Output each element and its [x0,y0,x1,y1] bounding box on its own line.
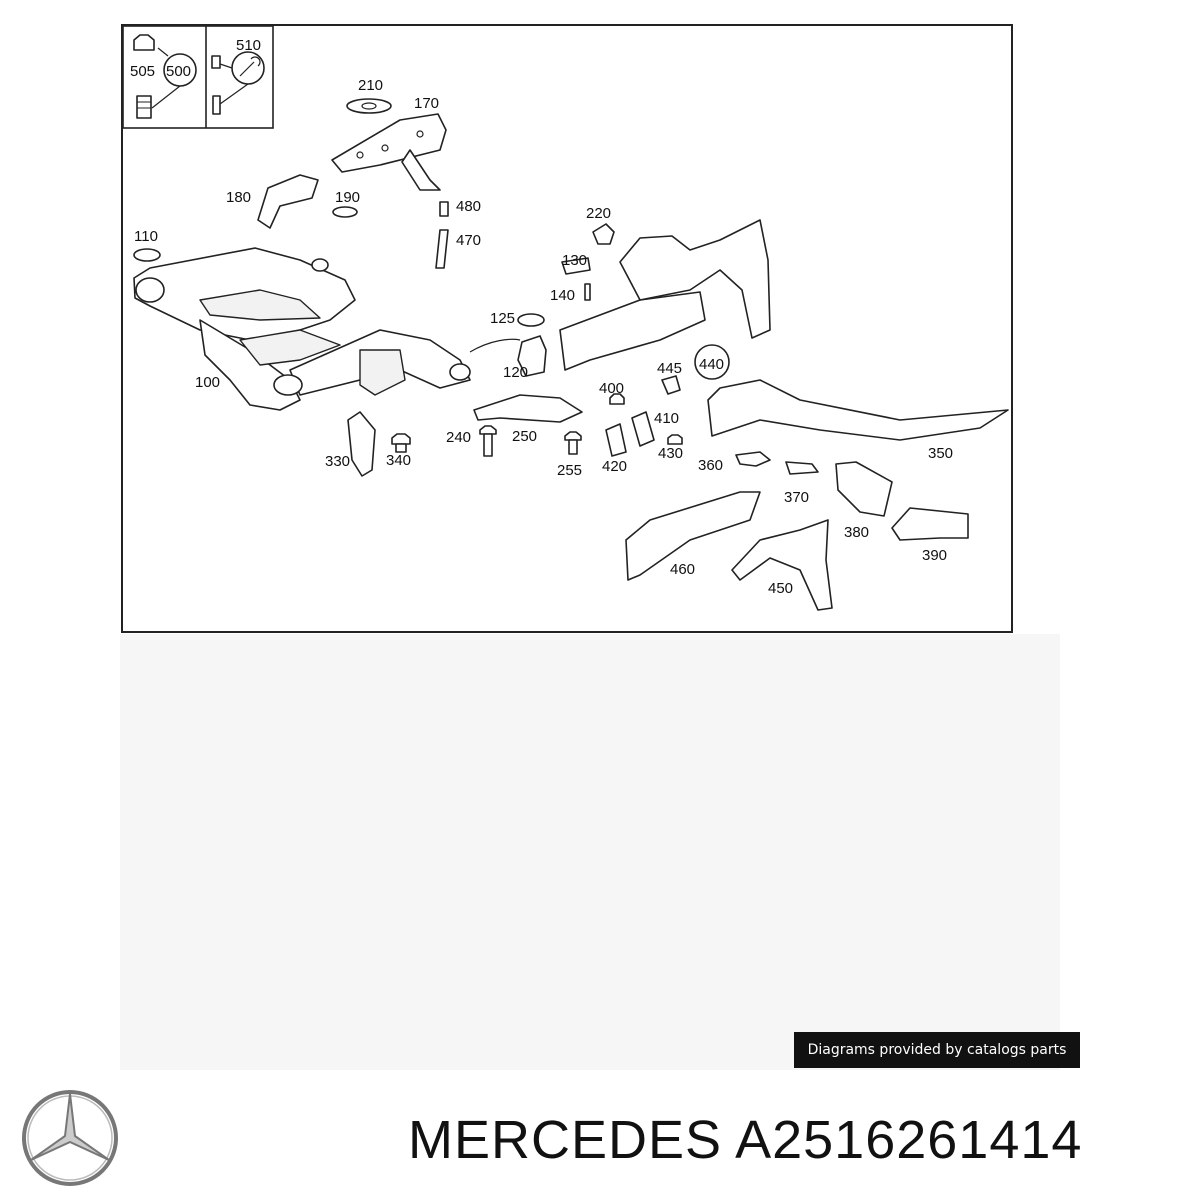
callout-410: 410 [654,410,679,427]
callout-100: 100 [195,374,220,391]
lower-hardware [347,313,583,477]
callout-400: 400 [599,380,624,397]
callout-450: 450 [768,580,793,597]
front-subframe [133,247,471,411]
callout-460: 460 [670,561,695,578]
callout-380: 380 [844,524,869,541]
side-members [559,219,1009,611]
part-number: A2516261414 [735,1110,1083,1170]
callout-390: 390 [922,547,947,564]
upper-brackets [257,98,449,269]
callout-240: 240 [446,429,471,446]
callout-125: 125 [490,310,515,327]
callout-110: 110 [134,228,158,245]
callout-370: 370 [784,489,809,506]
callout-210: 210 [358,77,383,94]
callout-445: 445 [657,360,682,377]
callout-420: 420 [602,458,627,475]
callout-340: 340 [386,452,411,469]
diagram-credit-badge: Diagrams provided by catalogs parts [794,1032,1080,1068]
callout-440: 440 [699,356,724,373]
callout-255: 255 [557,462,582,479]
callout-190: 190 [335,189,360,206]
callout-170: 170 [414,95,439,112]
callout-labels: 210 170 180 190 480 470 110 100 220 130 … [134,77,953,597]
callout-250: 250 [512,428,537,445]
callout-470: 470 [456,232,481,249]
callout-330: 330 [325,453,350,470]
mercedes-star-icon [22,1090,118,1186]
fastener-inset: 505 500 510 [122,25,274,129]
callout-120: 120 [503,364,528,381]
part-title: MERCEDES A2516261414 [408,1108,1082,1172]
callout-360: 360 [698,457,723,474]
callout-130: 130 [562,252,587,269]
image-background [120,634,1060,1070]
inset-label: 500 [166,63,191,80]
brand-name: MERCEDES [408,1110,723,1170]
callout-430: 430 [658,445,683,462]
parts-diagram: 505 500 510 [122,25,1009,611]
callout-140: 140 [550,287,575,304]
inset-label: 510 [236,37,261,54]
inset-label: 505 [130,63,155,80]
callout-480: 480 [456,198,481,215]
callout-220: 220 [586,205,611,222]
callout-180: 180 [226,189,251,206]
callout-350: 350 [928,445,953,462]
